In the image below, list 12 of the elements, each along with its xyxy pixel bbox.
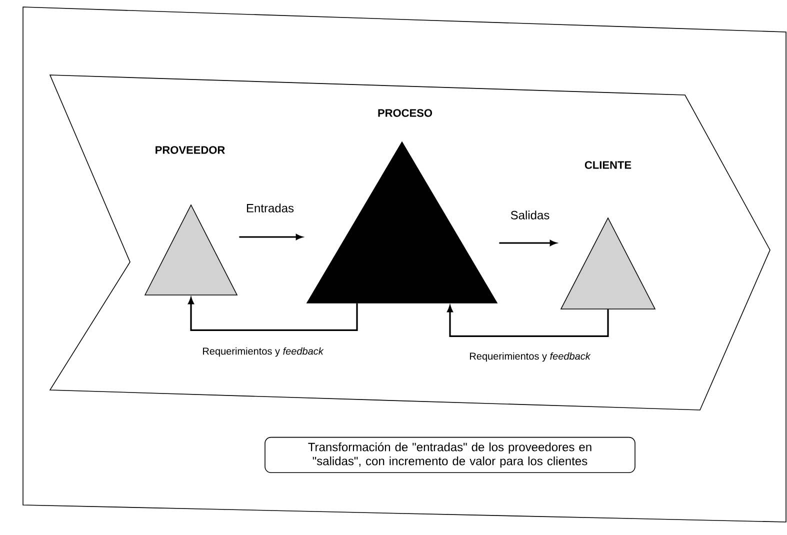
heading: PROVEEDOR <box>156 146 225 154</box>
heading: PROCESO <box>378 109 432 117</box>
arrow <box>499 240 556 246</box>
edge-label: Requerimientos y feedback <box>468 351 592 363</box>
heading: CLIENTE <box>584 161 632 169</box>
arrow <box>447 306 609 337</box>
caption-box: Transformación de "entradas" de los proveedores en "salidas", con incremento de valor para los clientes <box>264 436 636 474</box>
edge-label: Entradas <box>245 202 296 214</box>
arrow <box>188 298 358 331</box>
arrow <box>239 234 302 240</box>
edge-label: Requerimientos y feedback <box>201 346 325 358</box>
edge-label: Salidas <box>509 210 551 220</box>
